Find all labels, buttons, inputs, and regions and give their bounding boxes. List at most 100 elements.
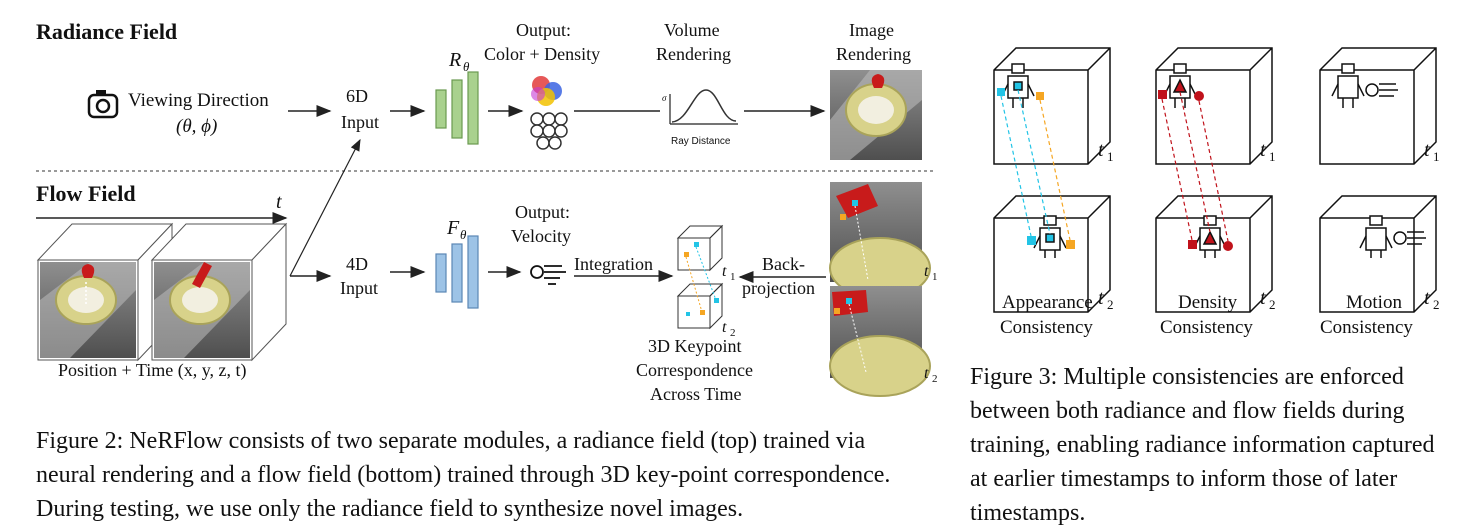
appearance-label-a: Appearance — [1002, 292, 1093, 313]
keypoint-cyan-t1 — [694, 242, 699, 247]
keypoint-cyan-t2 — [714, 298, 719, 303]
robot-appearance-t2 — [1033, 215, 1067, 258]
cube-time-sub: 2 — [1433, 297, 1440, 312]
motion-label-b: Consistency — [1320, 317, 1413, 338]
kp-t2-label: t — [722, 319, 727, 336]
arrow-cube-to-6d — [289, 138, 361, 277]
cube-time-label: t — [1098, 287, 1104, 309]
radiance-field-heading: Radiance Field — [36, 19, 177, 44]
plot-sigma-label: σ — [662, 93, 667, 103]
consistency-cube-2 — [1319, 47, 1437, 165]
appearance-kp-orange-t1 — [1036, 92, 1044, 100]
input-4d-label-b: Input — [340, 278, 378, 298]
output-color-label-a: Output: — [516, 20, 571, 40]
cube-time-sub: 1 — [1433, 149, 1440, 164]
kp-t1-sub: 1 — [730, 271, 736, 283]
keypoint-cyan-t2-b — [686, 312, 690, 316]
robot-appearance-t1 — [1001, 63, 1035, 108]
observed-frame-t1 — [829, 182, 931, 299]
robot-motion-t1 — [1331, 63, 1398, 108]
cube-time-sub: 1 — [1107, 149, 1114, 164]
fig3-caption-line-4: at earlier timestamps to inform those of… — [970, 466, 1398, 492]
r-theta-label: R — [448, 49, 461, 71]
viewing-direction-label: Viewing Direction — [128, 90, 269, 111]
flow-field-heading: Flow Field — [36, 181, 136, 206]
robot-density-t1 — [1163, 63, 1197, 108]
cube-time-label: t — [1424, 287, 1430, 309]
cube-time-label: t — [1424, 139, 1430, 161]
density-label-a: Density — [1178, 292, 1238, 313]
keypoint-orange-t1 — [684, 252, 689, 257]
time-axis-label: t — [276, 191, 282, 213]
keypoint-label-c: Across Time — [650, 384, 742, 404]
viewing-params-label: (θ, ϕ) — [176, 116, 217, 137]
appearance-kp-cyan-t1 — [997, 88, 1005, 96]
color-wheel-icon — [531, 76, 562, 106]
position-time-label: Position + Time (x, y, z, t) — [58, 360, 247, 381]
image-rendering-label-b: Rendering — [836, 44, 911, 64]
output-velocity-label-b: Velocity — [511, 226, 571, 246]
frame-image-2 — [154, 262, 250, 358]
figure-2-caption: Figure 2: NeRFlow consists of two separa… — [36, 424, 961, 526]
density-kp-square-t2 — [1188, 240, 1197, 249]
kp-t2-sub: 2 — [730, 327, 736, 339]
figure-3-caption: Figure 3: Multiple consistencies are enf… — [970, 360, 1470, 530]
f-theta-label: F — [446, 217, 460, 239]
consistency-cubes — [993, 47, 1437, 313]
appearance-kp-orange-t2 — [1066, 240, 1075, 249]
backprojection-label-a: Back- — [762, 254, 805, 274]
keypoint-cube-t1 — [676, 224, 724, 272]
r-theta-sub: θ — [463, 59, 470, 74]
consistency-cube-0 — [993, 47, 1111, 165]
flow-network-icon — [435, 235, 479, 309]
fig3-caption-line-1: Figure 3: Multiple consistencies are enf… — [970, 364, 1404, 390]
consistency-cube-3 — [993, 195, 1111, 313]
obs-t1-sub: 1 — [932, 271, 938, 283]
camera-icon — [87, 90, 119, 119]
robot-density-t2 — [1193, 215, 1227, 258]
obs-t1-label: t — [924, 263, 929, 280]
kp-t1-label: t — [722, 263, 727, 280]
obs-t2-sub: 2 — [932, 373, 938, 385]
density-kp-square-t1 — [1158, 90, 1167, 99]
input-4d-label-a: 4D — [346, 254, 368, 274]
fig2-caption-line-1: Figure 2: NeRFlow consists of two separa… — [36, 428, 866, 454]
fig3-caption-line-3: training, enabling radiance information … — [970, 432, 1435, 458]
appearance-label-b: Consistency — [1000, 317, 1093, 338]
consistency-cube-1 — [1155, 47, 1273, 165]
obs-t2-label: t — [924, 365, 929, 382]
density-kp-circle-t1 — [1194, 91, 1204, 101]
integration-label: Integration — [574, 254, 653, 274]
keypoint-orange-t2 — [700, 310, 705, 315]
fig3-caption-line-5: timestamps. — [970, 500, 1086, 526]
density-links — [1161, 91, 1229, 242]
input-6d-label-b: Input — [341, 112, 379, 132]
figure-2-diagram: Radiance Field Flow Field Viewing Direct… — [36, 19, 938, 404]
kp-cyan-link — [695, 246, 717, 301]
cube-time-label: t — [1260, 139, 1266, 161]
kp-orange-link — [685, 256, 703, 313]
keypoint-label-b: Correspondence — [636, 360, 753, 380]
cube-time-sub: 2 — [1107, 297, 1114, 312]
output-color-label-b: Color + Density — [484, 44, 600, 64]
image-rendering-label-a: Image — [849, 20, 894, 40]
observed-frame-t2 — [829, 286, 931, 397]
input-6d-label-a: 6D — [346, 86, 368, 106]
radiance-network-icon — [435, 71, 479, 145]
density-spheres-icon — [530, 112, 568, 150]
cube-time-label: t — [1098, 139, 1104, 161]
keypoint-cube-t2 — [676, 282, 724, 330]
appearance-kp-cyan-t2 — [1027, 236, 1036, 245]
fig2-caption-line-2: neural rendering and a flow field (botto… — [36, 462, 891, 488]
density-plot-icon — [669, 89, 738, 125]
consistency-cube-5 — [1319, 195, 1437, 313]
volume-label-b: Rendering — [656, 44, 731, 64]
plot-xlabel: Ray Distance — [671, 136, 731, 147]
cube-time-sub: 2 — [1269, 297, 1276, 312]
keypoint-label-a: 3D Keypoint — [648, 336, 742, 356]
robot-motion-t2 — [1359, 215, 1426, 258]
fig3-caption-line-2: between both radiance and flow fields du… — [970, 398, 1405, 424]
frame-image-1 — [40, 262, 136, 358]
